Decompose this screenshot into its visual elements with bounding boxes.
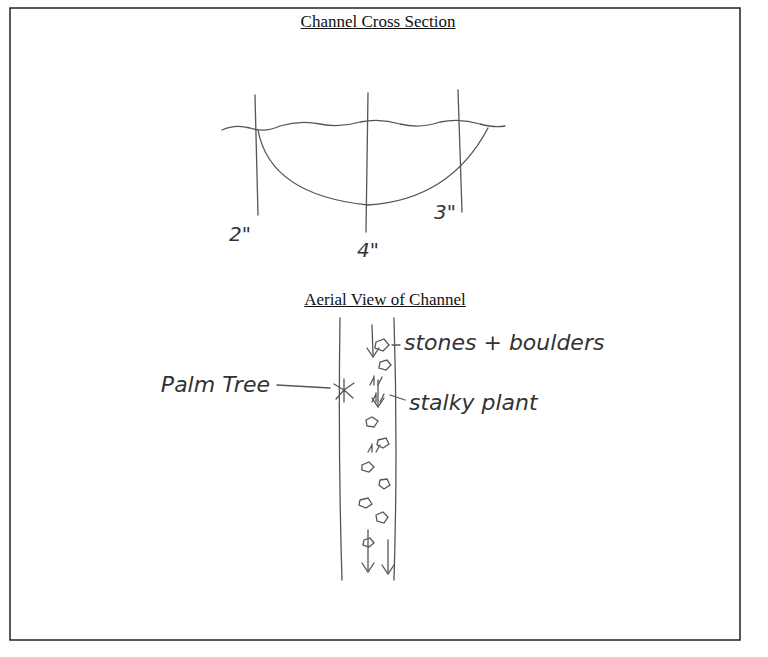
frame-border: [10, 8, 740, 640]
depth-stake: [366, 93, 368, 232]
stalky-plant-symbol: [368, 376, 384, 452]
water-surface: [222, 120, 505, 130]
leader-line: [392, 344, 400, 345]
depth-measure: 2": [229, 222, 251, 246]
leader-line: [390, 395, 405, 400]
depth-measure: 4": [357, 238, 379, 262]
depth-measure: 3": [434, 200, 456, 224]
callout-label: stalky plant: [409, 390, 538, 415]
channel-bank: [394, 318, 396, 580]
callout-label: stones + boulders: [404, 330, 604, 355]
depth-stake: [255, 95, 258, 215]
section-heading: Channel Cross Section: [301, 12, 456, 32]
depth-stake: [458, 90, 462, 212]
channel-bank: [339, 318, 342, 580]
leader-line: [277, 385, 330, 388]
callout-label: Palm Tree: [160, 372, 270, 397]
flow-arrows: [362, 325, 394, 574]
palm-tree-symbol: [334, 379, 354, 402]
section-heading: Aerial View of Channel: [304, 290, 466, 310]
channel-bed: [258, 128, 488, 205]
stones-boulders: [359, 339, 391, 547]
